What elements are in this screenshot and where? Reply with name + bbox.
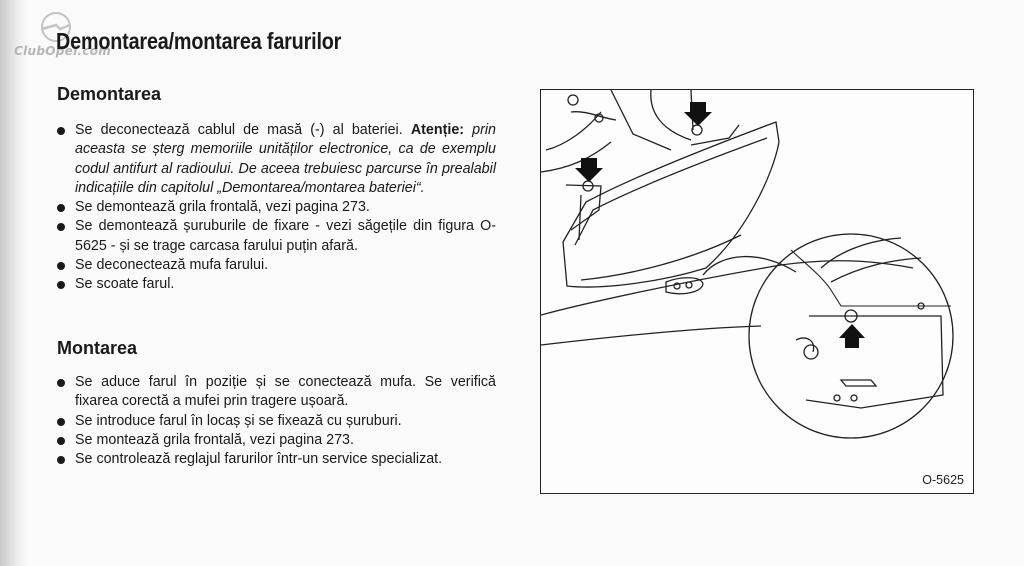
bullet-icon [57,204,65,213]
removal-heading: Demontarea [57,84,162,104]
bullet-icon [57,262,65,271]
warning-text: prin aceasta se șterg memoriile unitățil… [75,122,496,196]
step-text: Se introduce farul în locaș și se fixeaz… [75,412,402,429]
bullet-icon [57,436,65,445]
opel-logo-icon [41,12,71,42]
page-title: Demontarea/montarea farurilor [56,28,342,54]
installation-steps: Se aduce farul în poziție și se conectea… [56,373,496,469]
headlight-drawing [541,90,954,439]
step-text: Se scoate farul. [75,276,175,293]
page-binding-shadow [0,0,28,566]
step-text: Se deconectează cablul de masă (-) al ba… [75,122,403,138]
step-text: Se demontează șuruburile de fixare - vez… [75,218,496,254]
bullet-icon [57,281,65,290]
list-item: Se introduce farul în locaș și se fixeaz… [56,412,496,431]
figure-label: O-5625 [922,473,964,487]
removal-steps: Se deconectează cablul de masă (-) al ba… [56,121,496,295]
step-text: Se demontează grila frontală, vezi pagin… [75,199,370,216]
list-item: Se deconectează cablul de masă (-) al ba… [56,121,496,198]
headlight-figure: O-5625 [540,89,974,494]
list-item: Se aduce farul în poziție și se conectea… [56,373,496,412]
bullet-icon [57,379,65,387]
down-arrow-icon [575,102,712,182]
attention-label: Atenție: [410,122,465,138]
step-text: Se aduce farul în poziție și se conectea… [75,374,496,410]
list-item: Se montează grila frontală, vezi pagina … [56,431,496,450]
up-arrow-icon [839,324,865,348]
installation-heading: Montarea [57,338,138,358]
bullet-icon [57,456,65,465]
list-item: Se scoate farul. [56,275,496,294]
bullet-icon [57,127,65,135]
step-text: Se montează grila frontală, vezi pagina … [75,431,354,448]
list-item: Se demontează grila frontală, vezi pagin… [56,198,496,217]
list-item: Se controlează reglajul farurilor într-u… [56,450,496,469]
list-item: Se demontează șuruburile de fixare - vez… [56,217,496,256]
watermark: ClubOpel.com [14,44,112,58]
bullet-icon [57,223,65,232]
step-text: Se controlează reglajul farurilor într-u… [75,451,443,468]
list-item: Se deconectează mufa farului. [56,256,496,275]
step-text: Se deconectează mufa farului. [75,257,269,274]
bullet-icon [57,417,65,426]
